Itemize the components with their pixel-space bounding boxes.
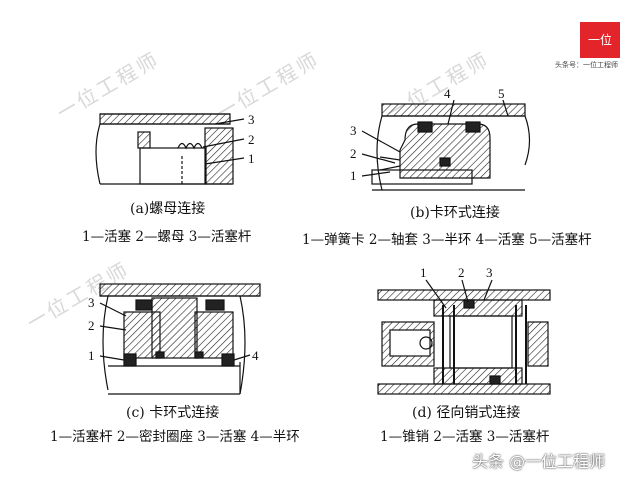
break-line [95, 123, 101, 185]
break-line [102, 295, 109, 391]
panel-d-drawing [377, 279, 551, 395]
brand-logo: 一位 [580, 22, 620, 58]
callout-a-3: 3 [248, 112, 255, 127]
caption-c: (c) 卡环式连接 [126, 405, 220, 421]
piston-bottom [433, 367, 523, 385]
piston-body [139, 147, 207, 185]
half-ring-left [123, 353, 137, 367]
seal-inner [439, 157, 451, 167]
pin-hole [419, 336, 433, 350]
caption-b: (b)卡环式连接 [410, 205, 500, 221]
cylinder-wall-top [377, 289, 551, 301]
cylinder-wall [381, 103, 526, 117]
brand-subtext: 头条号：一位工程师 [555, 61, 618, 69]
nut [137, 131, 151, 149]
piston-core [449, 315, 513, 369]
callout-d-3: 3 [486, 265, 493, 280]
callout-c-4: 4 [252, 348, 259, 363]
legend-a: 1—活塞 2—螺母 3—活塞杆 [82, 229, 252, 245]
seal-seat-right [194, 311, 234, 359]
caption-a: (a)螺母连接 [130, 201, 206, 217]
panel-b-drawing [361, 99, 531, 191]
half-ring-right [221, 353, 235, 367]
shaft [371, 169, 473, 185]
callout-b-5: 5 [498, 86, 505, 101]
callout-c-3: 3 [88, 295, 95, 310]
callout-d-1: 1 [420, 265, 427, 280]
piston-top [433, 299, 523, 317]
piston-rod-end [204, 127, 234, 185]
author-credit: 头条 @一位工程师 [472, 452, 606, 471]
callout-b-3: 3 [350, 123, 357, 138]
callout-b-1: 1 [350, 168, 357, 183]
seal-right [465, 121, 481, 133]
callout-c-2: 2 [88, 318, 95, 333]
callout-a-1: 1 [248, 151, 255, 166]
panel-a-drawing [95, 113, 245, 185]
spring-washer [177, 142, 203, 150]
callout-b-4: 4 [444, 86, 451, 101]
caption-d: (d) 径向销式连接 [412, 405, 521, 421]
legend-c: 1—活塞杆 2—密封圈座 3—活塞 4—半环 [50, 429, 300, 445]
callout-b-2: 2 [350, 146, 357, 161]
cylinder-wall [99, 283, 261, 297]
seal-left [417, 121, 433, 133]
legend-d: 1—锥销 2—活塞 3—活塞杆 [380, 429, 550, 445]
panel-c-drawing [99, 283, 261, 395]
cylinder-wall-bottom [377, 383, 551, 395]
callout-a-2: 2 [248, 132, 255, 147]
cylinder-wall [99, 113, 231, 125]
callout-d-2: 2 [458, 265, 465, 280]
break-line [376, 115, 383, 191]
piston [151, 297, 198, 359]
legend-b: 1—弹簧卡 2—轴套 3—半环 4—活塞 5—活塞杆 [302, 232, 592, 248]
callout-c-1: 1 [88, 348, 95, 363]
seal [205, 299, 225, 311]
